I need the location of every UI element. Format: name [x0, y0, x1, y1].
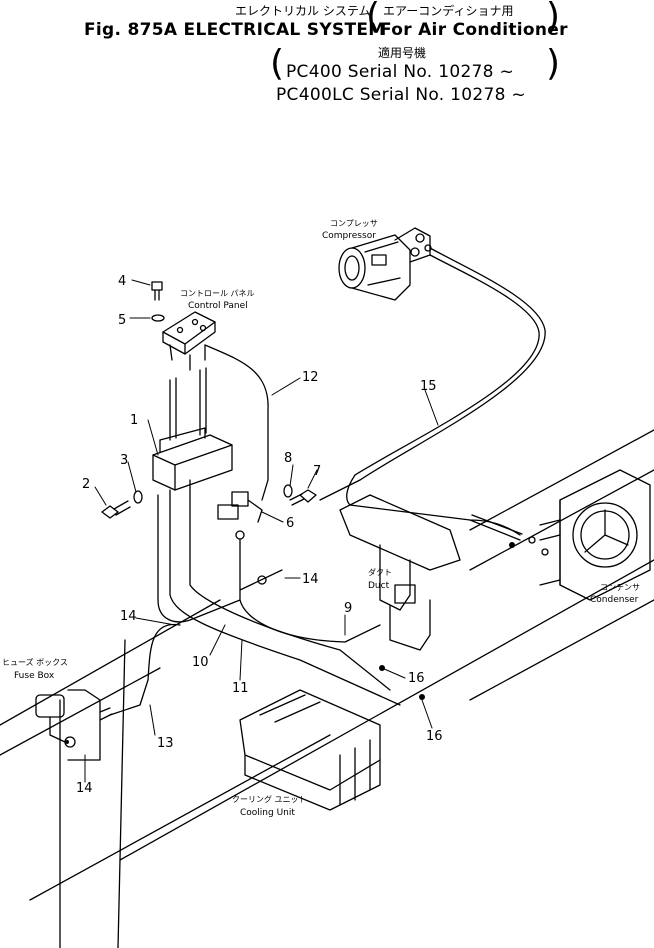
clip-14-mid	[239, 569, 283, 591]
fuse-box	[35, 689, 113, 761]
harness-9	[239, 539, 381, 643]
washer-5	[151, 314, 165, 322]
serial-pc400lc: PC400LC Serial No. 10278 ~	[276, 85, 526, 105]
condenser-label: Condenser	[590, 595, 639, 605]
callout-14-bottom: 14	[76, 781, 93, 796]
duct	[339, 494, 461, 651]
callout-9: 9	[344, 601, 352, 616]
callout-10: 10	[192, 655, 209, 670]
compressor-label: Compressor	[322, 231, 376, 241]
callout-13: 13	[157, 736, 174, 751]
callout-14-left: 14	[120, 609, 137, 624]
fuse-box-label: Fuse Box	[14, 671, 55, 681]
paren-right-serial: )	[546, 43, 561, 84]
paren-left-serial: (	[270, 43, 285, 84]
control-panel-label-jp: コントロール パネル	[180, 289, 255, 298]
callout-11: 11	[232, 681, 249, 696]
harness-13	[109, 623, 181, 716]
harness-15-inner	[354, 254, 540, 476]
harness-12	[204, 344, 269, 501]
callout-15: 15	[420, 379, 437, 394]
callout-6: 6	[286, 516, 294, 531]
figure-title: Fig. 875A ELECTRICAL SYSTEM	[84, 20, 386, 40]
serial-pc400: PC400 Serial No. 10278 ~	[286, 62, 515, 82]
bolt-7	[289, 489, 317, 506]
cooling-unit	[239, 689, 381, 811]
duct-label: Duct	[368, 581, 390, 591]
rear-loom	[319, 474, 521, 536]
callout-14-mid: 14	[302, 572, 319, 587]
rod-right	[199, 367, 207, 436]
connectors	[65, 542, 515, 744]
callout-16-top: 16	[408, 671, 425, 686]
condenser-lead	[469, 514, 523, 541]
harness-10	[157, 494, 241, 623]
fuse-box-label-jp: ヒューズ ボックス	[2, 657, 68, 667]
duct-label-jp: ダクト	[368, 567, 392, 577]
leader-lines	[84, 279, 439, 783]
subtitle-jp: エアーコンディショナ用	[383, 4, 514, 18]
callout-7: 7	[313, 464, 321, 479]
control-panel-label: Control Panel	[188, 301, 248, 311]
callout-12: 12	[302, 370, 319, 385]
cooling-unit-label-jp: クーリング ユニット	[232, 794, 307, 804]
condenser	[528, 469, 651, 601]
harness-11b	[189, 479, 391, 691]
harness-15	[359, 247, 546, 481]
control-panel	[162, 311, 216, 371]
condenser-label-jp: コンデンサ	[600, 582, 640, 592]
relay-6	[217, 491, 263, 540]
cooling-unit-label: Cooling Unit	[240, 808, 295, 818]
callout-8: 8	[284, 451, 292, 466]
washer-3	[133, 490, 143, 504]
bolt-2	[101, 500, 131, 519]
compressor	[338, 227, 432, 301]
bolt-4	[151, 281, 163, 301]
subtitle-en: For Air Conditioner	[380, 20, 568, 40]
callout-5: 5	[118, 313, 126, 328]
harness-11	[169, 489, 401, 706]
callout-2: 2	[82, 477, 90, 492]
cab-frame-lines	[0, 429, 654, 948]
applicable-jp: 適用号機	[378, 46, 427, 60]
title-jp: エレクトリカル システム	[235, 4, 371, 18]
washer-8	[283, 484, 293, 498]
bracket-1	[152, 427, 233, 491]
compressor-label-jp: コンプレッサ	[330, 219, 378, 228]
paren-left-top: (	[366, 0, 381, 37]
callout-16-bottom: 16	[426, 729, 443, 744]
rod-left	[169, 377, 177, 441]
callout-1: 1	[130, 413, 138, 428]
callout-4: 4	[118, 274, 126, 289]
callout-3: 3	[120, 453, 128, 468]
paren-right-top: )	[546, 0, 561, 37]
